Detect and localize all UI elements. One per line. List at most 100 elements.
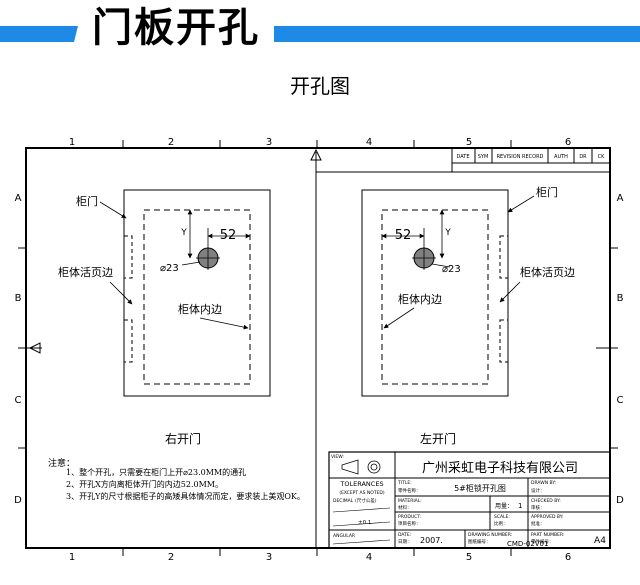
left-label-inner: 柜体内边 — [178, 302, 222, 316]
tb-except: (EXCEPT AS NOTED) — [339, 490, 385, 496]
projection-cone-icon — [341, 459, 359, 475]
left-door-outline — [123, 189, 271, 397]
row-label-right-d: D — [616, 495, 624, 506]
page-title: 门板开孔 — [78, 2, 274, 54]
header-bar — [0, 26, 640, 42]
tb-angular: ANGULAR — [333, 533, 355, 539]
tb-scale-sub: 比例： — [494, 520, 508, 527]
col-label-top-4: 4 — [366, 137, 372, 148]
tb-material-label: MATERIAL: — [398, 498, 422, 504]
tb-title-sub: 零件名称： — [398, 487, 421, 494]
right-door-view: 52 Y ⌀23 柜门 柜体活页边 柜体内边 左开门 — [361, 185, 575, 446]
tb-material-sub: 材料： — [398, 504, 412, 511]
tb-drawn-sub: 设计： — [531, 487, 545, 494]
rev-col-auth: AUTH — [554, 154, 568, 160]
tb-part-label: PART NUMBER: — [531, 532, 564, 538]
row-label-left-a: A — [15, 193, 22, 204]
right-caption: 左开门 — [420, 431, 456, 446]
tb-approved-sub: 批准： — [531, 520, 545, 527]
right-hinge-bottom — [499, 319, 509, 363]
rev-col-sym: SYM — [478, 154, 489, 160]
row-label-right-b: B — [617, 293, 624, 304]
row-label-left-c: C — [15, 395, 22, 406]
right-hinge-top — [499, 235, 509, 279]
right-label-inner: 柜体内边 — [398, 292, 442, 306]
right-dim-52: 52 — [395, 228, 412, 243]
left-caption: 右开门 — [165, 431, 201, 446]
tb-date-value: 2007. — [420, 536, 443, 545]
col-label-top-3: 3 — [266, 137, 272, 148]
row-ticks — [18, 247, 618, 449]
tb-tolerances: TOLERANCES — [339, 480, 383, 488]
col-label-bottom-2: 2 — [168, 552, 174, 563]
revision-table: DATE SYM REVISION RECORD AUTH DR CK — [451, 147, 611, 172]
tb-decimal-note: (尺寸公差) — [355, 497, 377, 504]
notes-title: 注意： — [48, 457, 75, 469]
rev-col-record: REVISION RECORD — [497, 154, 544, 160]
right-dim-y: Y — [444, 228, 451, 238]
title-block: VIEW: 广州采虹电子科技有限公司 TOLERANCES (EXCEPT AS… — [328, 451, 611, 549]
left-label-hinge: 柜体活页边 — [58, 265, 113, 279]
row-label-left-d: D — [14, 495, 22, 506]
projection-circle-icon — [367, 460, 381, 474]
col-label-top-6: 6 — [565, 137, 571, 148]
tb-date-sub: 日期： — [398, 539, 412, 545]
tb-drawing-no-sub: 图纸编号： — [468, 538, 491, 545]
right-cabinet-inner — [381, 209, 489, 385]
left-hinge-bottom — [123, 319, 133, 363]
tb-scale-label: SCALE: — [494, 514, 510, 520]
column-ticks — [122, 140, 512, 556]
col-label-bottom-1: 1 — [69, 552, 75, 563]
row-label-right-c: C — [617, 395, 624, 406]
row-label-right-a: A — [617, 193, 624, 204]
tb-approved-by: APPROVED BY: — [531, 514, 563, 520]
note-1: 1、整个开孔，只需要在柜门上开⌀23.0MM的通孔 — [66, 467, 246, 477]
right-dim-dia: ⌀23 — [442, 264, 461, 275]
left-label-door: 柜门 — [76, 194, 98, 208]
mid-marker-left — [28, 342, 41, 354]
tb-drawing-no: CMD-02V01 — [507, 540, 548, 548]
tb-checked-by: CHECKED BY: — [531, 498, 561, 504]
tb-drawn-by: DRAWN BY: — [531, 480, 556, 486]
tb-tol-value: ±0.1 — [358, 520, 371, 526]
notes: 注意： 1、整个开孔，只需要在柜门上开⌀23.0MM的通孔 2、开孔X方向离柜体… — [48, 457, 305, 501]
right-door-outline — [361, 189, 509, 397]
drawing-subtitle: 开孔图 — [290, 74, 350, 98]
right-label-door: 柜门 — [536, 185, 558, 199]
right-label-hinge: 柜体活页边 — [520, 265, 575, 279]
row-label-left-b: B — [15, 293, 22, 304]
col-label-bottom-5: 5 — [466, 552, 472, 563]
tb-qty-label: 用量： — [495, 503, 513, 510]
tb-part-sub: 零件编号： — [531, 538, 554, 545]
left-dim-dia: ⌀23 — [160, 263, 179, 274]
rev-col-date: DATE — [456, 154, 469, 160]
col-label-top-5: 5 — [466, 137, 472, 148]
center-split-marker-top — [310, 148, 322, 161]
header-accent-left — [0, 26, 78, 42]
tb-company: 广州采虹电子科技有限公司 — [422, 461, 578, 476]
col-label-bottom-6: 6 — [565, 552, 571, 563]
header-accent-right — [246, 26, 640, 42]
note-3: 3、开孔Y的尺寸根据柜子的高矮具体情况而定，要求装上美观OK。 — [66, 491, 305, 501]
left-cabinet-inner — [143, 209, 251, 385]
tb-qty-value: 1 — [518, 502, 522, 510]
col-label-bottom-3: 3 — [266, 552, 272, 563]
tb-sheet: A4 — [594, 536, 606, 546]
rev-col-dr: DR — [579, 154, 587, 160]
col-label-top-2: 2 — [168, 137, 174, 148]
rev-col-ck: CK — [598, 154, 605, 160]
tb-drawing-no-label: DRAWING NUMBER: — [468, 532, 512, 538]
left-hinge-top — [123, 235, 133, 279]
tb-product-sub: 项目名称： — [398, 520, 421, 527]
tb-drawing-title: 5#柜锁开孔图 — [454, 483, 506, 493]
tb-date-label: DATE: — [398, 532, 411, 538]
note-2: 2、开孔X方向离柜体开门的内边52.0MM。 — [66, 479, 223, 489]
col-label-bottom-4: 4 — [366, 552, 372, 563]
left-dim-y: Y — [180, 228, 187, 238]
tb-checked-sub: 审核： — [531, 504, 545, 511]
tb-decimal: DECIMAL — [333, 498, 354, 504]
col-label-top-1: 1 — [69, 137, 75, 148]
left-door-view: 52 Y ⌀23 柜门 柜体活页边 柜体内边 右开门 — [58, 189, 271, 446]
tb-title-label: TITLE: — [397, 480, 412, 486]
